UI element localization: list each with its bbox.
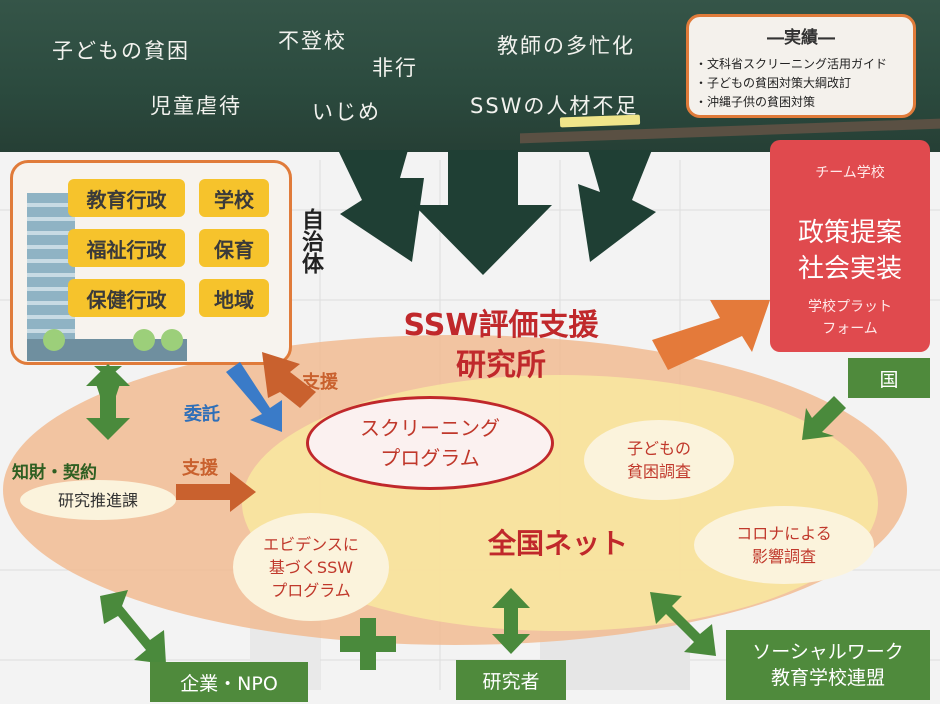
ip-contract-label: 知財・契約 [12, 463, 97, 483]
evidence-line: エビデンスに [263, 534, 359, 554]
green-arrow-company [100, 590, 166, 664]
commission-label: 委託 [184, 404, 220, 425]
down-arrow-center [414, 150, 552, 275]
network-label: 全国ネット [487, 527, 628, 560]
team-school-tag: チーム学校 [815, 165, 885, 181]
cell-community: 地域 [199, 279, 269, 317]
cell-health-admin: 保健行政 [68, 279, 185, 317]
cell-childcare: 保育 [199, 229, 269, 267]
evidence-line: プログラム [271, 580, 351, 600]
green-arrow-researcher [492, 588, 530, 654]
green-arrow-municipality-shape [86, 364, 130, 440]
tree-icon [133, 329, 155, 351]
child-poverty-line: 貧困調査 [626, 462, 691, 481]
social-implementation-text: 社会実装 [797, 254, 902, 284]
tree-icon [161, 329, 183, 351]
chalk-word-truancy: 不登校 [278, 29, 347, 53]
chalk-word-ssw-shortage: SSWの人材不足 [470, 94, 639, 118]
institute-title-line2: 研究所 [456, 348, 546, 383]
building-illustration [27, 193, 75, 343]
commission-arrow [226, 362, 282, 432]
down-arrow-left [338, 150, 424, 262]
social-work-league-box: ソーシャルワーク 教育学校連盟 [726, 630, 930, 700]
screening-program-bubble: スクリーニング プログラム [306, 396, 554, 490]
green-arrow-from-country [802, 396, 846, 440]
achievements-box: ―実績― ・文科省スクリーニング活用ガイド ・子どもの貧困対策大綱改訂 ・沖縄子… [686, 14, 916, 118]
cell-school: 学校 [199, 179, 269, 217]
child-poverty-line: 子どもの [626, 439, 691, 458]
support-arrow-right [176, 472, 256, 512]
corona-line: 影響調査 [751, 547, 816, 566]
achievements-title: ―実績― [767, 28, 835, 48]
orange-arrow-to-policy [652, 300, 770, 370]
chalk-word-child-poverty: 子どもの貧困 [52, 39, 190, 63]
institute-title: SSW評価支援 [403, 308, 599, 343]
tree-icon [43, 329, 65, 351]
school-platform-text: 学校プラット [808, 299, 892, 315]
chalk-word-teacher-overwork: 教師の多忙化 [497, 34, 635, 58]
social-work-line: ソーシャルワーク [752, 641, 904, 663]
policy-proposal-text: 政策提案 [797, 218, 902, 248]
evidence-line: 基づくSSW [268, 557, 354, 577]
chalk-word-child-abuse: 児童虐待 [150, 94, 242, 118]
achievement-item: ・沖縄子供の貧困対策 [695, 95, 816, 109]
social-work-line: 教育学校連盟 [770, 667, 885, 689]
evidence-program-bubble: エビデンスに基づくSSW プログラム [233, 513, 389, 621]
company-npo-box: 企業・NPO [150, 662, 308, 702]
chalk-word-bullying: いじめ [312, 100, 381, 124]
child-poverty-survey-bubble: 子どもの貧困調査 [584, 420, 734, 500]
corona-impact-survey-bubble: コロナによる影響調査 [694, 506, 874, 584]
support-label-left: 支援 [182, 458, 218, 479]
school-platform-text: フォーム [822, 321, 878, 337]
cell-welfare-admin: 福祉行政 [68, 229, 185, 267]
cell-education-admin: 教育行政 [68, 179, 185, 217]
chalk-word-delinquency: 非行 [372, 56, 418, 80]
corona-line: コロナによる [736, 524, 832, 543]
policy-proposal-box: チーム学校 政策提案 社会実装 学校プラット フォーム [770, 140, 930, 352]
screening-line: スクリーニング [360, 416, 500, 440]
municipality-label: 自治体 [298, 208, 323, 274]
down-arrow-right [578, 150, 656, 262]
screening-line: プログラム [380, 446, 480, 470]
green-arrow-cross [340, 618, 396, 670]
achievement-item: ・文科省スクリーニング活用ガイド [695, 57, 888, 71]
green-arrow-social-work [650, 592, 716, 656]
country-box: 国 [848, 358, 930, 398]
support-arrow-up [262, 352, 316, 408]
research-promotion-bubble: 研究推進課 [20, 480, 176, 520]
researcher-box: 研究者 [456, 660, 566, 700]
achievement-item: ・子どもの貧困対策大綱改訂 [695, 76, 852, 90]
support-label-top: 支援 [302, 372, 338, 393]
